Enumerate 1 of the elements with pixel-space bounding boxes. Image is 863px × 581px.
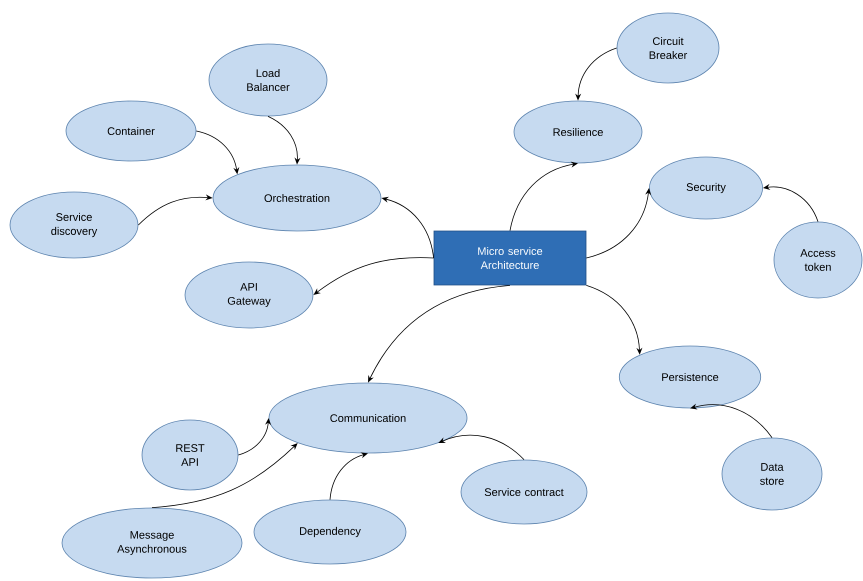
process-box: Micro service Architecture [434,230,586,286]
